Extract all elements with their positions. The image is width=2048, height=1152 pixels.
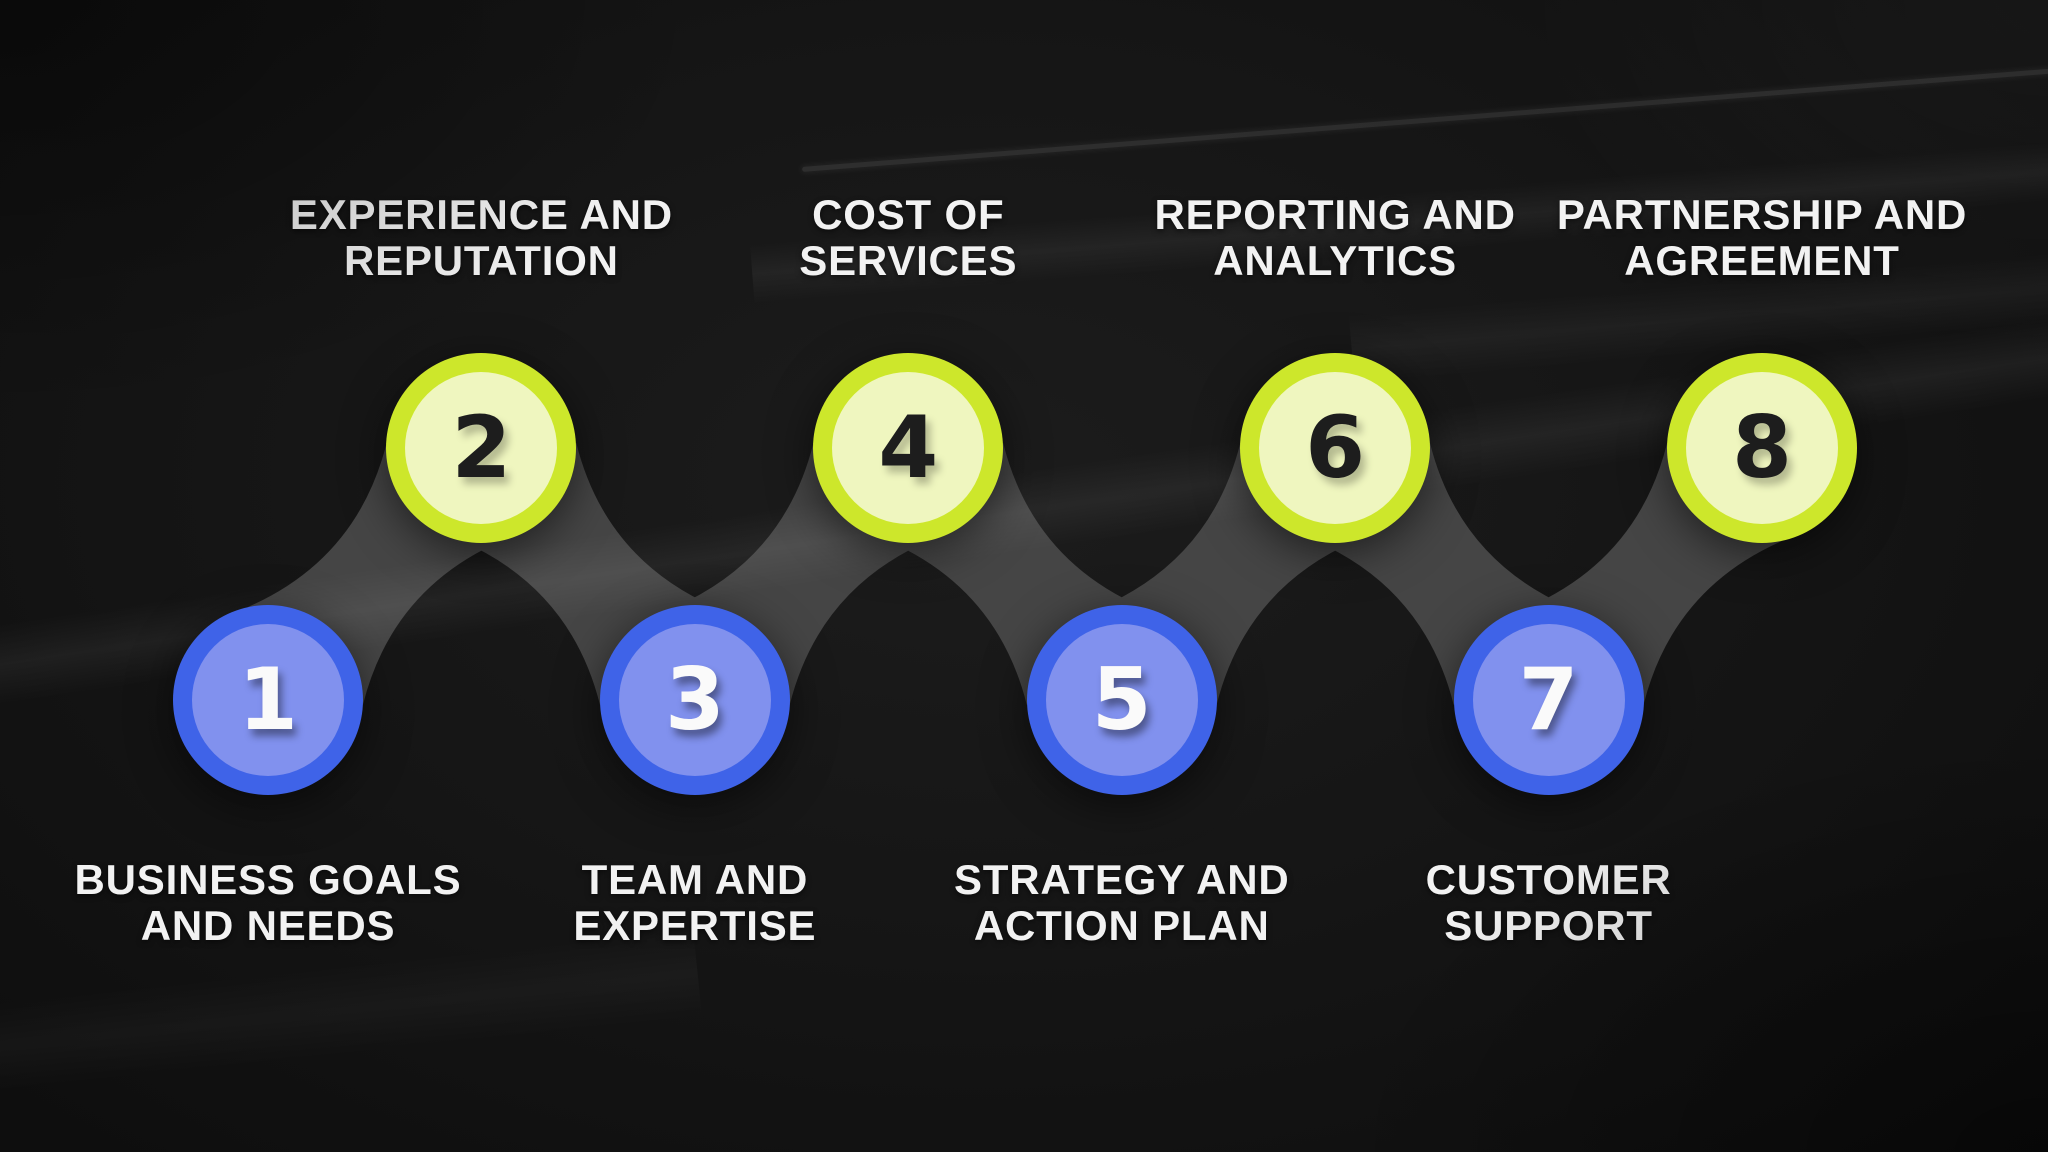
step-circle-inner: 4: [832, 372, 985, 524]
step-circle: 4: [813, 353, 1004, 543]
step-label: TEAM AND EXPERTISE: [573, 856, 817, 949]
step-number: 4: [878, 398, 939, 498]
step-number: 8: [1732, 398, 1792, 498]
step-number: 2: [451, 398, 512, 498]
step-label: EXPERIENCE AND REPUTATION: [289, 191, 673, 284]
step-circle: 2: [386, 353, 577, 543]
step-circle: 6: [1240, 353, 1431, 543]
step-circle: 8: [1667, 353, 1857, 543]
step-circle-inner: 2: [405, 372, 558, 524]
step-number: 3: [664, 650, 725, 750]
step-circle-inner: 5: [1045, 624, 1198, 776]
step-label: REPORTING AND ANALYTICS: [1154, 191, 1516, 284]
step-circle: 5: [1026, 605, 1217, 795]
step-number: 6: [1305, 398, 1366, 498]
step-circle: 3: [599, 605, 790, 795]
step-circle: 1: [173, 605, 363, 795]
step-circle: 7: [1453, 605, 1644, 795]
step-circle-inner: 1: [192, 624, 344, 776]
step-circle-inner: 7: [1472, 624, 1625, 776]
step-number: 1: [238, 650, 298, 750]
step-label: BUSINESS GOALS AND NEEDS: [74, 856, 462, 949]
step-circle-inner: 3: [618, 624, 771, 776]
step-label: PARTNERSHIP AND AGREEMENT: [1556, 191, 1968, 284]
step-circle-inner: 6: [1259, 372, 1412, 524]
step-label: COST OF SERVICES: [799, 191, 1018, 284]
step-number: 7: [1518, 650, 1579, 750]
step-label: STRATEGY AND ACTION PLAN: [953, 856, 1290, 949]
step-number: 5: [1091, 650, 1152, 750]
step-label: CUSTOMER SUPPORT: [1425, 856, 1672, 949]
step-circle-inner: 8: [1686, 372, 1838, 524]
